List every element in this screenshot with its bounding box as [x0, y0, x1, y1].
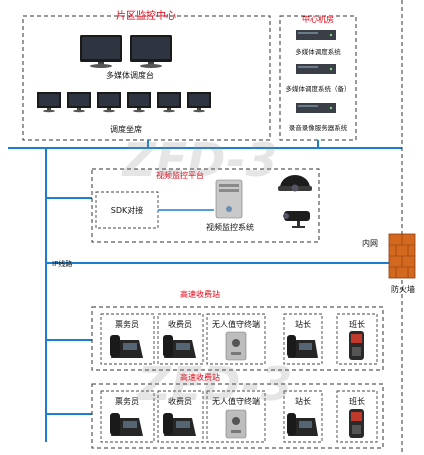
ip-phone-icon [163, 335, 196, 358]
handheld-radio-icon [349, 331, 364, 360]
seat-monitor [67, 92, 91, 113]
console-monitor-right [130, 35, 172, 68]
regional-center-title: 片区监控中心 [116, 9, 176, 22]
seat-monitors [37, 92, 211, 113]
ip-phone-icon [110, 335, 143, 358]
intercom-terminal-icon [225, 331, 247, 361]
station2-role-master: 站长 [295, 396, 311, 406]
video-platform-box [91, 168, 320, 243]
firewall-label: 防火墙 [391, 284, 415, 294]
seat-monitor [97, 92, 121, 113]
seat-monitor [127, 92, 151, 113]
toll-station-2-title: 高速收费站 [180, 372, 220, 382]
station1-cell-toll [157, 313, 204, 365]
station2-cell-ticket [100, 390, 155, 443]
station1-cell-leader [336, 313, 378, 365]
seats-label: 调度坐席 [110, 124, 142, 134]
server-icon [296, 64, 336, 74]
watermark-bottom: ZED-3 [136, 357, 293, 411]
handheld-radio-icon [349, 409, 364, 438]
console-label: 多媒体调度台 [106, 70, 154, 80]
intranet-label: 内网 [362, 238, 378, 248]
station1-role-unattended: 无人值守终端 [212, 319, 260, 329]
station2-role-toll: 收费员 [168, 396, 192, 406]
watermark-top: ZED-3 [121, 133, 278, 187]
server-icon [296, 30, 336, 40]
station2-role-ticket: 票务员 [115, 396, 139, 406]
station1-role-master: 站长 [295, 319, 311, 329]
bullet-camera-icon [283, 211, 310, 228]
console-monitor-left [80, 35, 122, 68]
seat-monitor [37, 92, 61, 113]
sdk-label: SDK对接 [111, 205, 143, 215]
ip-phone-icon [287, 413, 318, 436]
station2-role-unattended: 无人值守终端 [212, 396, 260, 406]
toll-station-2-box [91, 383, 384, 449]
toll-station-1-title: 高速收费站 [180, 289, 220, 299]
firewall-icon [388, 233, 416, 279]
station2-cell-toll [157, 390, 204, 443]
station1-cell-master [283, 313, 323, 365]
server-label-primary: 多媒体调度系统 [295, 47, 341, 56]
ip-phone-icon [163, 413, 196, 436]
video-server-icon [215, 179, 243, 219]
dome-camera-icon [278, 175, 312, 192]
server-icon [296, 103, 336, 113]
video-platform-title: 视频监控平台 [156, 170, 204, 180]
ip-phone-icon [287, 335, 318, 358]
station2-cell-leader [336, 390, 378, 443]
station2-role-leader: 班长 [349, 396, 365, 406]
video-system-label: 视频监控系统 [206, 222, 254, 232]
ip-line-label: IP线路 [52, 259, 72, 268]
station1-cell-unattended [206, 313, 266, 365]
station2-cell-unattended [206, 390, 266, 443]
station1-role-toll: 收费员 [168, 319, 192, 329]
station1-cell-ticket [100, 313, 155, 365]
server-label-recording: 录音录像服务器系统 [289, 123, 348, 132]
station2-cell-master [283, 390, 323, 443]
station1-role-leader: 班长 [349, 319, 365, 329]
server-room-title: 中心机房 [302, 14, 334, 24]
ip-phone-icon [110, 413, 143, 436]
seat-monitor [187, 92, 211, 113]
toll-station-1-box [91, 306, 384, 371]
station1-role-ticket: 票务员 [115, 319, 139, 329]
seat-monitor [157, 92, 181, 113]
intercom-terminal-icon [225, 409, 247, 439]
regional-center-box [22, 15, 271, 141]
server-label-backup: 多媒体调度系统（备） [286, 84, 351, 93]
